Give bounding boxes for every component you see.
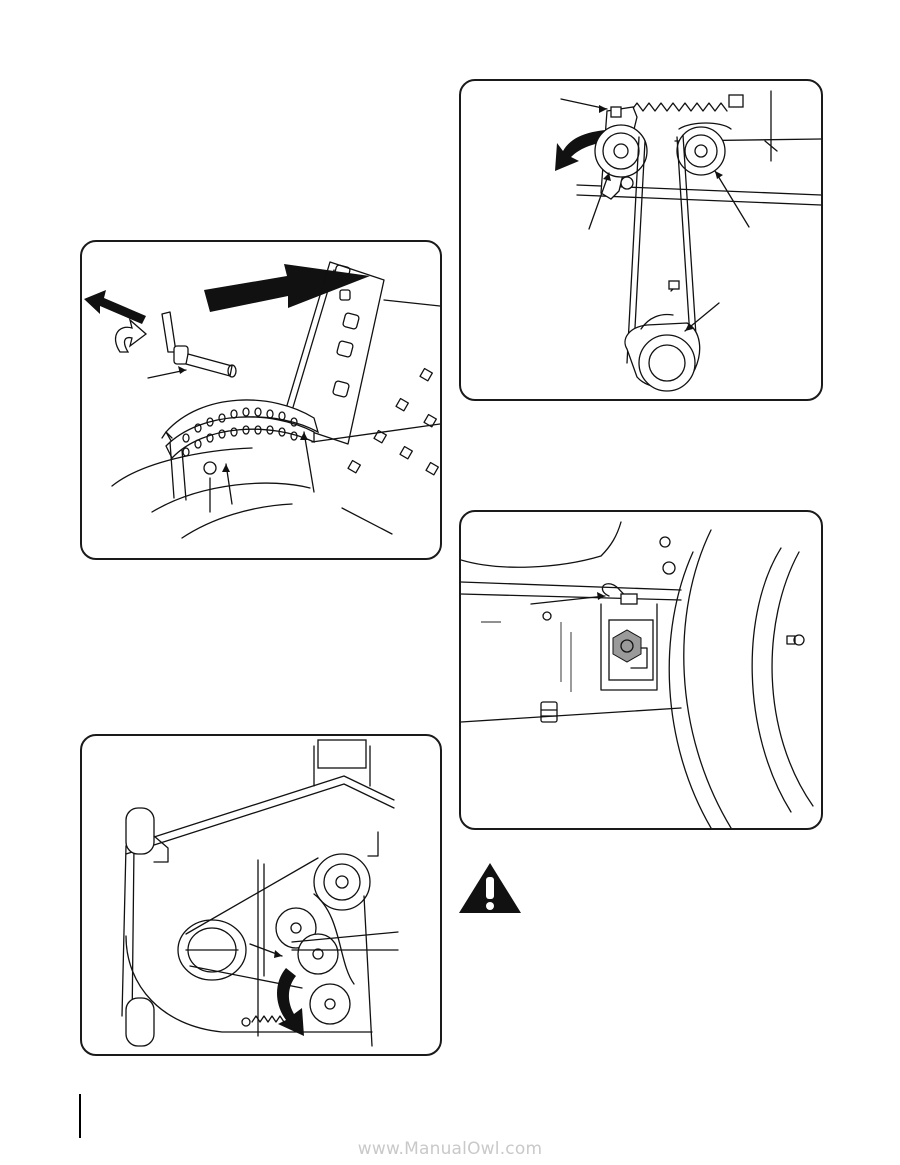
figure-lift-handle-gauge-plate xyxy=(80,240,442,560)
deck-belt-illustration xyxy=(555,90,821,392)
figure-deck-belt-idler xyxy=(459,79,823,401)
figure-hitch-pin xyxy=(459,510,823,830)
page-margin-rule xyxy=(79,1094,81,1138)
hitch-pin-illustration xyxy=(461,521,814,828)
figure-deck-belt-routing xyxy=(80,734,442,1056)
warning-triangle-icon xyxy=(459,863,521,913)
lift-handle-illustration xyxy=(84,261,440,539)
belt-routing-illustration xyxy=(121,739,399,1047)
watermark-text: www.ManualOwl.com xyxy=(357,1139,543,1159)
